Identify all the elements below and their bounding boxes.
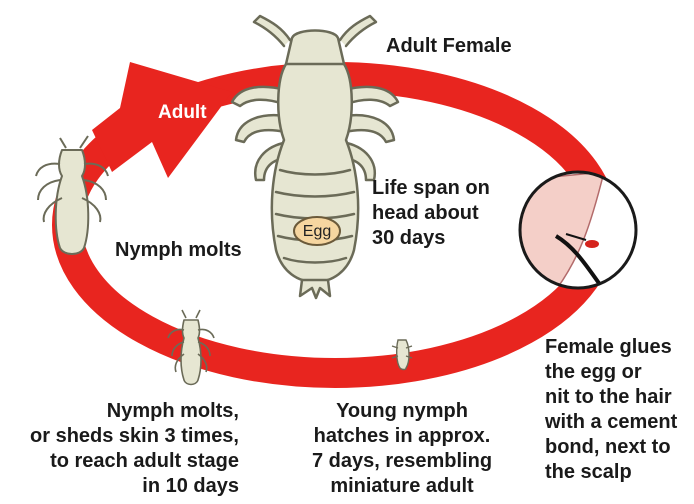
magnified-hair-view bbox=[510, 172, 636, 300]
female-glues-label: Female glues the egg or nit to the hair … bbox=[545, 335, 677, 485]
egg-label: Egg bbox=[292, 219, 342, 244]
adult-female-label: Adult Female bbox=[386, 34, 512, 59]
young-nymph-label: Young nymph hatches in approx. 7 days, r… bbox=[292, 399, 512, 499]
nymph-molts-detail-label: Nymph molts, or sheds skin 3 times, to r… bbox=[30, 399, 239, 499]
nymph-small bbox=[168, 310, 214, 385]
adult-female-louse bbox=[232, 16, 398, 298]
arrow-label: Adult bbox=[158, 100, 207, 125]
lifespan-label: Life span on head about 30 days bbox=[372, 176, 490, 251]
nymph-molts-label: Nymph molts bbox=[115, 238, 242, 263]
